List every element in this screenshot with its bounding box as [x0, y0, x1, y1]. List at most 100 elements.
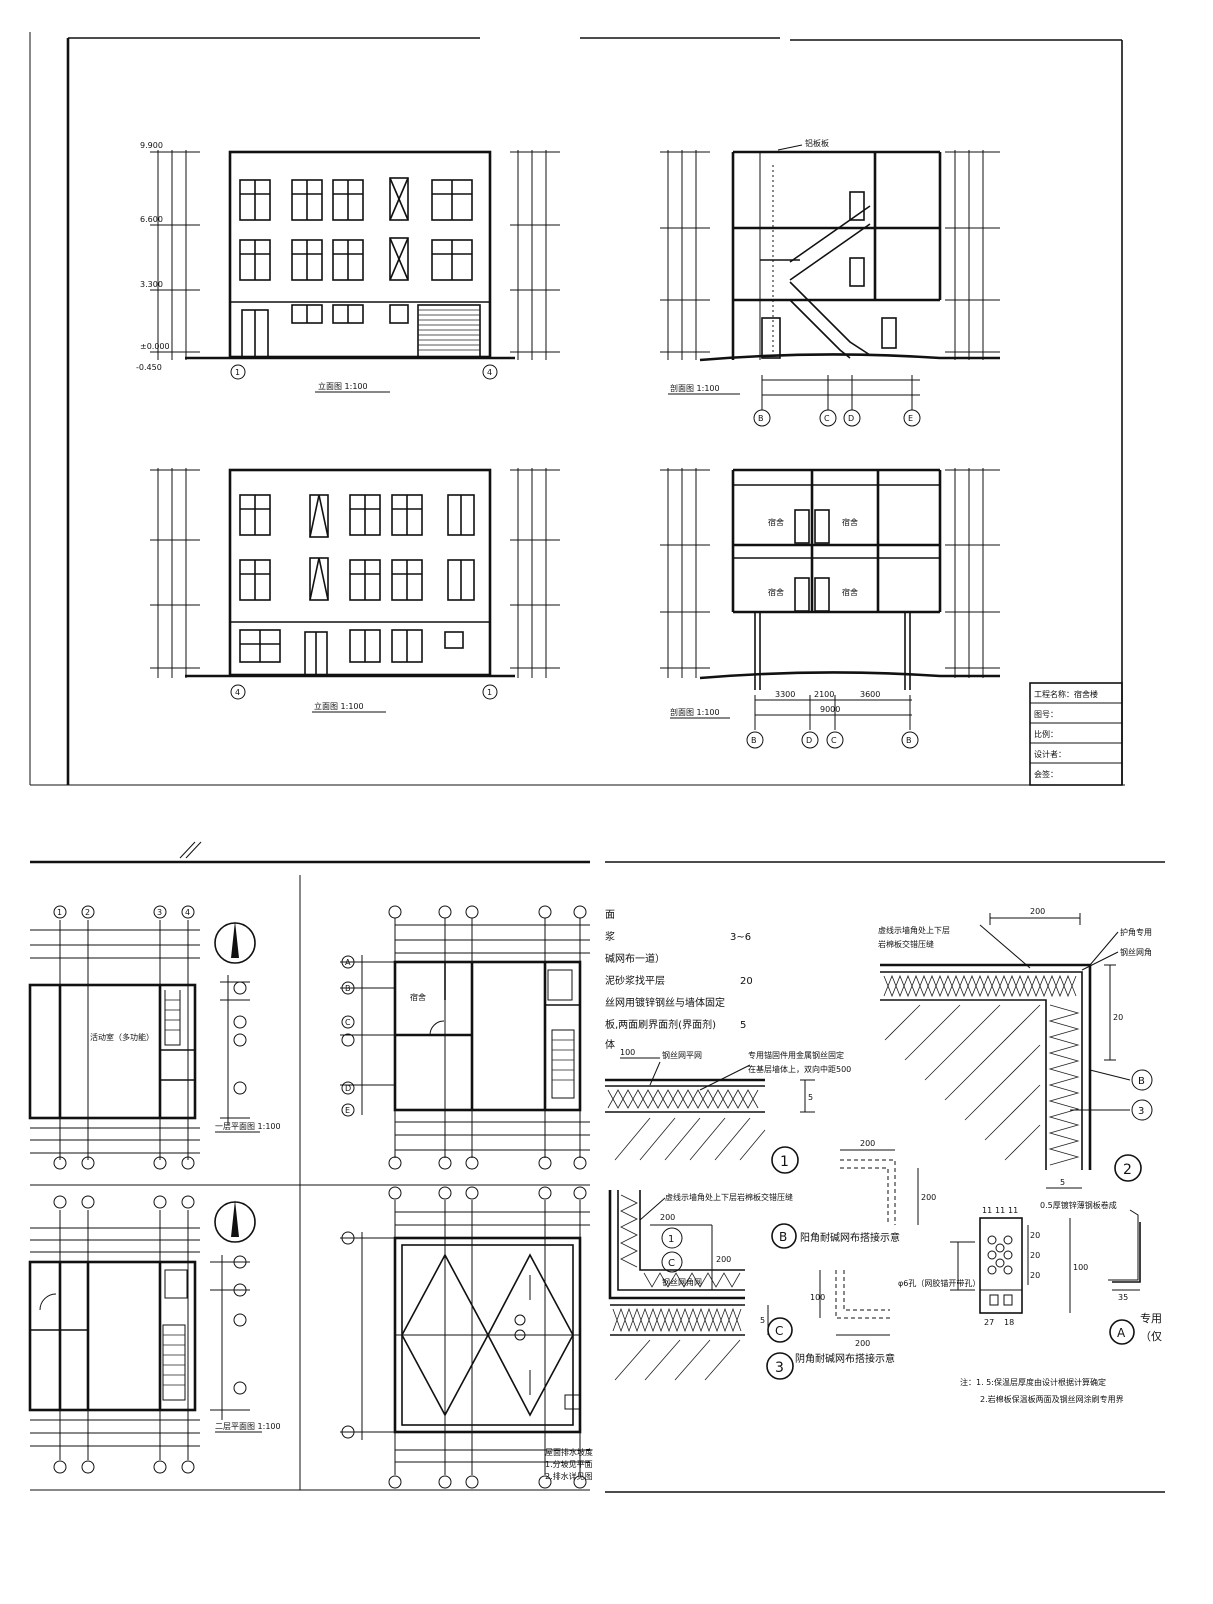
back-elevation-caption: 立面图 1:100: [314, 701, 364, 711]
plan-axis: 4: [185, 908, 190, 917]
anchor-a-dim: 20: [1030, 1231, 1040, 1240]
section-2-axis: B: [906, 736, 912, 745]
detail-3: 虚线示墙角处上下层岩棉板交错压缝 200 200 1 C 钢丝网角网: [608, 1190, 794, 1381]
section-2: 宿舍 宿舍 宿舍 宿舍 3300 2100 3600 9000 B D C B: [660, 468, 1000, 749]
detail-1-note: 专用锚固件用金属钢丝固定: [748, 1050, 844, 1060]
plan-axis: 1: [57, 908, 62, 917]
room-label-large: 活动室（多功能）: [90, 1032, 154, 1042]
anchor-a-label: 专用: [1140, 1311, 1162, 1325]
room-label: 宿舍: [842, 587, 858, 597]
section-1-axis: C: [824, 414, 830, 423]
detail-1-marker: 1: [780, 1154, 789, 1170]
section-2-axis: C: [831, 736, 837, 745]
spec-item: 碱网布一道）: [605, 952, 665, 965]
level-label: 6.600: [140, 215, 163, 224]
elev-front-axis-1: 1: [235, 368, 240, 377]
anchor-a-circle: A: [1117, 1326, 1126, 1340]
note-line: 2.岩棉板保温板两面及钢丝网涂刷专用界: [980, 1394, 1124, 1404]
level-label: -0.450: [136, 363, 162, 372]
detail-3-dim: 5: [760, 1316, 765, 1325]
anchor-a-dim: 18: [1004, 1318, 1014, 1327]
detail-2-note: 岩棉板交错压缝: [878, 939, 934, 949]
mesh-c-circle: C: [775, 1324, 783, 1338]
title-block-row: 会签：: [1034, 769, 1058, 779]
detail-1-note: 在基层墙体上，双向中距500: [748, 1064, 851, 1074]
spec-item: 体: [605, 1039, 615, 1051]
detail-2-dim: 200: [1030, 907, 1045, 916]
top-sheet: 1 4 9.900 6.600 3.300 ±0.000 -0.450 立面图 …: [29, 32, 1125, 786]
anchor-a-dim: 11: [982, 1206, 992, 1215]
spec-item: 板,两面刷界面剂(界面剂): [605, 1018, 716, 1031]
mesh-c-dim: 200: [855, 1339, 870, 1348]
anchor-a-dim: 27: [984, 1318, 994, 1327]
detail-3-circle: 1: [668, 1234, 674, 1245]
detail-2-note: 钢丝网角: [1120, 947, 1152, 957]
spec-item: 泥砂浆找平层: [605, 974, 665, 987]
mesh-b-circle: B: [779, 1230, 787, 1244]
elev-front-axis-4: 4: [487, 368, 492, 377]
note-line: 注：1. 5:保温层厚度由设计根据计算确定: [960, 1377, 1106, 1387]
section-1-axis: B: [758, 414, 764, 423]
level-label: ±0.000: [140, 342, 170, 351]
detail-1-note: 钢丝网平网: [662, 1050, 702, 1060]
detail-3-dim: 200: [716, 1255, 731, 1264]
bottom-left-sheet: 活动室（多功能） 1 2 3 4 一层平面图 1:100: [28, 841, 593, 1491]
section-2-dim: 3300: [775, 690, 795, 699]
section-1: 铝板板 B C D E 剖面图 1:100: [660, 138, 1000, 427]
section-2-dim: 2100: [814, 690, 834, 699]
anchor-a-hole-note: φ6孔（网胶锚开带孔）: [898, 1278, 980, 1288]
section-1-note: 铝板板: [805, 138, 829, 148]
detail-3-dim: 200: [660, 1213, 675, 1222]
spec-value: 20: [740, 976, 753, 987]
plan-2-caption: 二层平面图 1:100: [215, 1422, 281, 1431]
anchor-a-dim: 20: [1030, 1251, 1040, 1260]
spec-list: 面 浆 3~6 碱网布一道） 泥砂浆找平层 20 丝网用镀锌钢丝与墙体固定 板,…: [605, 910, 753, 1051]
detail-2-dim: 20: [1113, 1013, 1123, 1022]
detail-2-circle: 3: [1138, 1106, 1144, 1117]
mesh-c-label: 阴角耐碱网布搭接示意: [795, 1352, 895, 1365]
detail-2-note: 护角专用: [1120, 927, 1152, 937]
spec-value: 5: [740, 1020, 746, 1031]
anchor-a-dim: 20: [1030, 1271, 1040, 1280]
level-label: 3.300: [140, 280, 163, 289]
section-2-dim: 3600: [860, 690, 880, 699]
roof-plan: 屋面排水坡度 1.分坡见平面 2.排水详见图: [340, 1186, 593, 1489]
mesh-c-dim: 100: [810, 1293, 825, 1302]
mesh-b-label: 阳角耐碱网布搭接示意: [800, 1231, 900, 1244]
detail-3-note: 钢丝网角网: [662, 1277, 702, 1287]
detail-2-circle: B: [1138, 1076, 1145, 1087]
plan-side-axis: C: [345, 1018, 351, 1027]
detail-2: 虚线示墙角处上下层 岩棉板交错压缝 200 护角专用 钢丝网角 20 5: [878, 907, 1153, 1189]
room-label: 宿舍: [410, 992, 426, 1002]
plan-1-caption: 一层平面图 1:100: [215, 1122, 281, 1131]
section-1-axis: E: [908, 414, 913, 423]
title-block-row: 工程名称：宿舍楼: [1034, 689, 1098, 699]
detail-2-dim: 5: [1060, 1178, 1065, 1187]
detail-1-dim: 100: [620, 1048, 635, 1057]
elev-back-axis-4: 4: [235, 688, 240, 697]
detail-3-circle: C: [668, 1258, 675, 1269]
detail-3-note: 虚线示墙角处上下层岩棉板交错压缝: [665, 1192, 793, 1202]
spec-item: 面: [605, 910, 615, 921]
title-block-row: 设计者：: [1034, 749, 1066, 759]
floor-plan-2-right: 宿舍 A B C D E: [340, 905, 590, 1170]
title-block-row: 图号：: [1034, 710, 1058, 719]
plan-side-axis: D: [345, 1084, 351, 1093]
mesh-c: 100 200 C 阴角耐碱网布搭接示意: [767, 1270, 895, 1365]
roof-note: 屋面排水坡度: [545, 1447, 593, 1457]
anchor-a-dim: 11: [1008, 1206, 1018, 1215]
title-block-row: 比例：: [1034, 729, 1058, 739]
front-elevation: 1 4 9.900 6.600 3.300 ±0.000 -0.450 立面图 …: [136, 141, 560, 393]
anchor-a: 11 11 11 20 20 20 27 18 φ6孔（网胶锚开带孔） 100 …: [898, 1200, 1162, 1345]
floor-plan-2: 二层平面图 1:100: [28, 1195, 281, 1474]
plan-side-axis: A: [345, 958, 351, 967]
spec-item: 浆: [605, 930, 615, 943]
plan-axis: 3: [157, 908, 162, 917]
detail-1-dim: 5: [808, 1093, 813, 1102]
section-2-dim: 9000: [820, 705, 840, 714]
room-label: 宿舍: [768, 587, 784, 597]
floor-plan-1: 活动室（多功能） 1 2 3 4 一层平面图 1:100: [28, 905, 281, 1170]
anchor-a-dim: 35: [1118, 1293, 1128, 1302]
back-elevation: 4 1 立面图 1:100: [150, 468, 560, 713]
